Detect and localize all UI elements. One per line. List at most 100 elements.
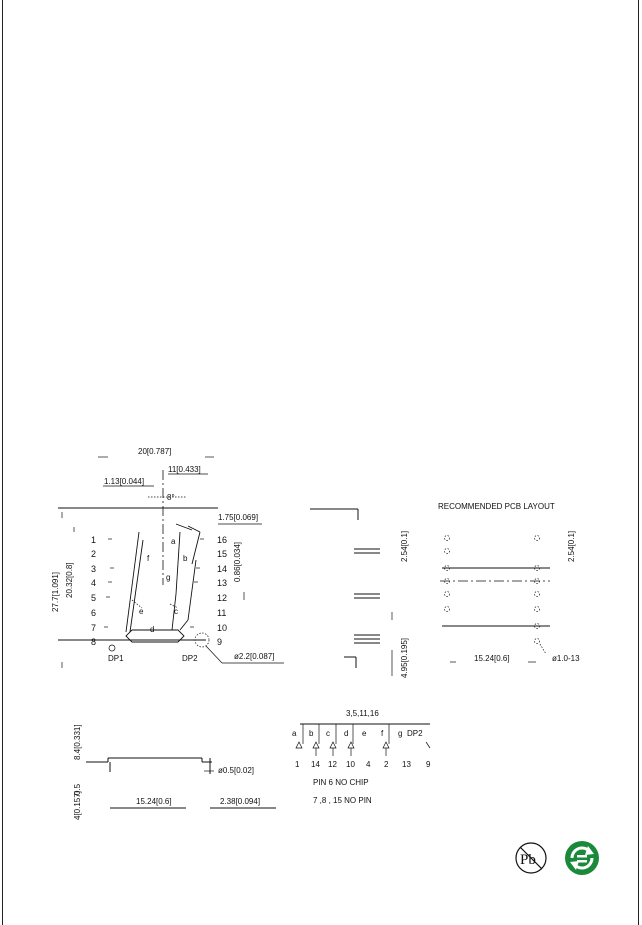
frame-right-border: [638, 0, 639, 925]
dp2-dot: [194, 632, 210, 648]
circuit-seg-g: g: [398, 729, 402, 738]
pin-left-3: 3: [91, 564, 96, 574]
circuit-pin-14: 14: [311, 760, 320, 769]
dim-angle: 8°: [167, 493, 175, 502]
segment-c-outer: [187, 559, 197, 621]
circuit-pin-4: 4: [366, 760, 371, 769]
pcb-holes-left: [444, 535, 450, 612]
segment-left-inner: [129, 539, 144, 633]
segment-b-outer: [191, 531, 201, 565]
pin-left-7: 7: [91, 623, 96, 633]
bottom-dim-height: 8.4[0.331]: [73, 724, 82, 760]
circuit-pin-13: 13: [402, 760, 411, 769]
circuit-pin-1: 1: [295, 760, 300, 769]
eco-recycle-icon: [565, 841, 599, 875]
bottom-dim-stand: 4[0.157]: [73, 791, 82, 820]
seven-segment-digit: [125, 523, 201, 643]
segment-a-corner: [187, 525, 201, 533]
pb-free-text: Pb: [520, 852, 536, 868]
circuit-led-diodes: [295, 741, 431, 756]
pin-left-1: 1: [91, 535, 96, 545]
pin-left-2: 2: [91, 549, 96, 559]
bottom-dim-row: 15.24[0.6]: [136, 797, 172, 806]
dim-digit-width: 11[0.433]: [168, 465, 201, 474]
segment-label-d: d: [150, 625, 154, 634]
side-dim-bottom: 4.95[0.195]: [400, 638, 409, 678]
circuit-diagram: 3,5,11,16 a b c d e f g DP2 1: [292, 709, 431, 805]
side-dim-pitch: 2.54[0.1]: [400, 531, 409, 562]
pin-right-13: 13: [217, 578, 227, 588]
pin-right-16: 16: [217, 535, 227, 545]
segment-label-e: e: [139, 607, 144, 616]
pcb-title: RECOMMENDED PCB LAYOUT: [438, 502, 555, 511]
bottom-dim-offset: 2.38[0.094]: [220, 797, 260, 806]
pin-right-10: 10: [217, 623, 227, 633]
dim-width: 20[0.787]: [138, 447, 171, 456]
pin-right-12: 12: [217, 593, 227, 603]
dim-dp-leader: [205, 645, 223, 664]
pcb-dim-row: 15.24[0.6]: [474, 654, 510, 663]
segment-c-mark: [169, 603, 179, 609]
pin-right-14: 14: [217, 564, 227, 574]
circuit-seg-e: e: [362, 729, 367, 738]
side-view: 2.54[0.1] 4.95[0.195]: [310, 508, 409, 678]
frame-left-border: [2, 0, 3, 925]
dp1-label: DP1: [108, 654, 124, 663]
segment-label-b: b: [183, 554, 188, 563]
circuit-note-2: 7 ,8 , 15 NO PIN: [313, 796, 372, 805]
bottom-dim-stand2: 0.5: [73, 783, 82, 795]
segment-a-top: [175, 523, 193, 531]
pin-ticks: [104, 538, 204, 628]
segment-b-inner: [175, 531, 181, 595]
segment-c-corner: [179, 619, 189, 631]
bottom-dim-pin: ø0.5[0.02]: [218, 766, 254, 775]
pin-left-8: 8: [91, 637, 96, 647]
segment-label-a: a: [171, 537, 176, 546]
segment-e-mark: [131, 599, 143, 609]
bottom-view: 8.4[0.331] 0.5 4[0.157] ø0.5[0.02] 15.24…: [73, 724, 276, 820]
dim-dp: ø2.2[0.087]: [234, 652, 274, 661]
side-pin-group-1: [354, 548, 380, 554]
dim-seg-height: 0.86[0.034]: [233, 542, 242, 582]
circuit-seg-a: a: [292, 729, 297, 738]
pin-right-11: 11: [217, 608, 226, 618]
pin-left-6: 6: [91, 608, 96, 618]
side-pin-group-3: [354, 634, 380, 644]
pcb-holes-right: [534, 535, 540, 644]
circuit-seg-c: c: [326, 729, 330, 738]
side-pin-group-2: [354, 593, 380, 599]
dim-offset: 1.13[0.044]: [104, 477, 144, 486]
segment-c-inner: [171, 593, 177, 631]
circuit-seg-f: f: [381, 729, 384, 738]
segment-f-e-left: [125, 531, 140, 633]
segment-d-bar: [125, 629, 185, 643]
circuit-seg-b: b: [309, 729, 314, 738]
pin-left-5: 5: [91, 593, 96, 603]
circuit-seg-d: d: [344, 729, 348, 738]
circuit-pin-2: 2: [384, 760, 389, 769]
pin-right-15: 15: [217, 549, 227, 559]
circuit-note-1: PIN 6 NO CHIP: [313, 778, 369, 787]
dp1-dot: [108, 644, 116, 652]
dim-height-inner: 20.32[0.8]: [65, 562, 74, 598]
segment-label-g: g: [166, 573, 170, 582]
front-view: 20[0.787] 11[0.433] 1.13[0.044] 8° 1.75[…: [51, 447, 284, 668]
dim-height-total: 27.7[1.091]: [51, 572, 60, 612]
dp2-label: DP2: [182, 654, 198, 663]
circuit-pin-12: 12: [328, 760, 337, 769]
circuit-branches: [302, 724, 390, 744]
pb-free-icon: Pb: [515, 842, 547, 874]
pin-left-4: 4: [91, 578, 96, 588]
circuit-pin-10: 10: [346, 760, 355, 769]
pcb-hole-leader: [539, 643, 547, 655]
pcb-dim-pitch: 2.54[0.1]: [567, 531, 576, 562]
pcb-layout: RECOMMENDED PCB LAYOUT 2.54[0.1] 15.24[0…: [438, 502, 580, 663]
circuit-seg-dp2: DP2: [407, 729, 423, 738]
pin-right-9: 9: [217, 637, 222, 647]
circuit-pin-9: 9: [426, 760, 431, 769]
dim-segment: 1.75[0.069]: [218, 513, 258, 522]
segment-label-c: c: [174, 607, 178, 616]
segment-label-f: f: [147, 554, 150, 563]
pcb-dim-hole: ø1.0-13: [552, 654, 580, 663]
